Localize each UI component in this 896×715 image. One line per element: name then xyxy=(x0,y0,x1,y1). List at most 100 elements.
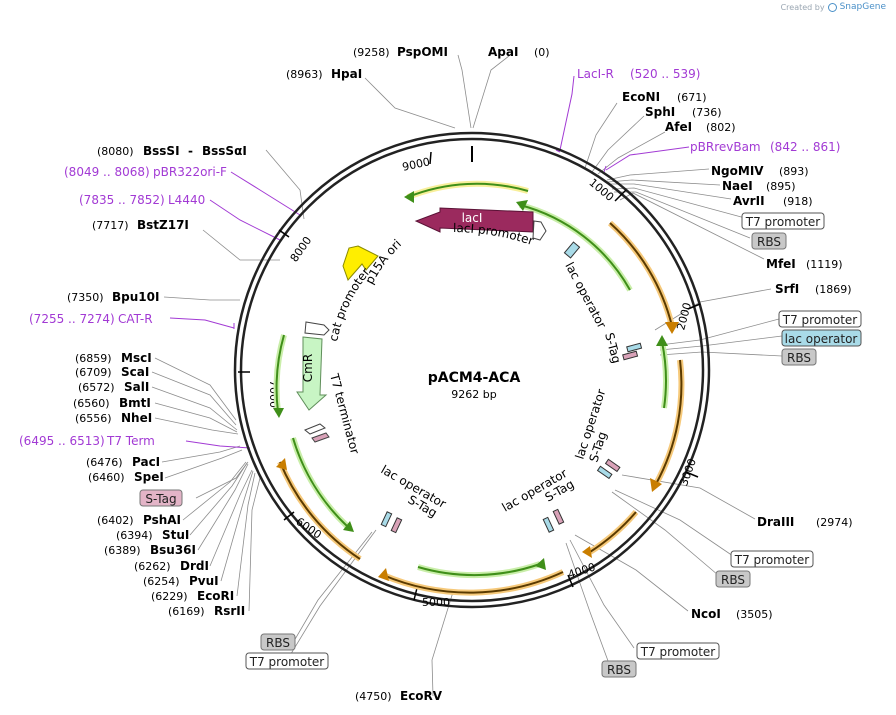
primer-pbr322ori-f: pBR322ori-F xyxy=(153,165,227,179)
enzyme-pos: (6389) xyxy=(104,544,141,557)
enzyme-pos: (6262) xyxy=(134,560,171,573)
tick-label: 9000 xyxy=(401,155,431,174)
enzyme-pos: (736) xyxy=(692,106,722,119)
enzyme-pos: (8080) xyxy=(97,145,134,158)
enzyme-pos: (2974) xyxy=(816,516,853,529)
t7-promoter-box: T7 promoter xyxy=(745,215,821,229)
feature-markers xyxy=(380,241,643,534)
tick-label: 1000 xyxy=(586,176,616,204)
enzyme-pos: (893) xyxy=(779,165,809,178)
t7-promoter-box: T7 promoter xyxy=(249,655,325,669)
enzyme-paci: PacI xyxy=(132,455,160,469)
enzyme-ecorv: EcoRV xyxy=(400,689,443,703)
enzyme-pshai: PshAI xyxy=(143,513,181,527)
primer-pbrrevbam: pBRrevBam xyxy=(690,140,761,154)
credit-brand: SnapGene xyxy=(839,2,886,12)
enzyme-spei: SpeI xyxy=(134,470,164,484)
enzyme-pos: (7350) xyxy=(67,291,104,304)
p15a-ori-arrow xyxy=(342,245,379,281)
primer-range: (842 .. 861) xyxy=(770,140,840,154)
enzyme-sphi: SphI xyxy=(645,105,675,119)
enzyme-bmti: BmtI xyxy=(119,396,151,410)
enzyme-pos: (1119) xyxy=(806,258,843,271)
t7-terminator-label: T7 terminator xyxy=(327,371,362,455)
t7-promoter-box: T7 promoter xyxy=(640,645,716,659)
enzyme-separator: - xyxy=(188,144,193,158)
enzyme-bpu10i: Bpu10I xyxy=(112,290,159,304)
enzyme-rsrii: RsrII xyxy=(214,604,245,618)
s-tag-box: S-Tag xyxy=(145,492,176,506)
enzyme-pos: (6859) xyxy=(75,352,112,365)
t7-promoter-box: T7 promoter xyxy=(782,313,858,327)
enzyme-msci: MscI xyxy=(121,351,152,365)
tick-label: 4000 xyxy=(566,560,597,581)
enzyme-scai: ScaI xyxy=(121,365,149,379)
enzyme-pspomi: PspOMI xyxy=(397,45,448,59)
enzyme-bsssi: BssSI xyxy=(143,144,180,158)
enzyme-pos: (6229) xyxy=(151,590,188,603)
boxed-labels: T7 promoter RBS T7 promoter lac operator… xyxy=(139,212,862,678)
enzyme-pos: (802) xyxy=(706,121,736,134)
enzyme-pos: (8963) xyxy=(286,68,323,81)
enzyme-naei: NaeI xyxy=(722,179,753,193)
backbone xyxy=(233,131,711,609)
snapgene-credit: Created by SnapGene xyxy=(781,2,886,12)
enzyme-pos: (671) xyxy=(677,91,707,104)
enzyme-pos: (3505) xyxy=(736,608,773,621)
enzyme-pos: (4750) xyxy=(355,690,392,703)
primer-range: (7835 .. 7852) xyxy=(79,193,165,207)
enzyme-pos: (6560) xyxy=(73,397,110,410)
primer-cat-r: CAT-R xyxy=(118,312,153,326)
laci-label: lacI xyxy=(462,211,483,225)
tick-label: 5000 xyxy=(422,596,450,609)
primer-labels: LacI-R (520 .. 539) pBRrevBam (842 .. 86… xyxy=(19,67,840,448)
enzyme-econi: EcoNI xyxy=(622,90,660,104)
cat-promoter-arrow xyxy=(304,321,330,336)
plasmid-name: pACM4-ACA xyxy=(428,370,521,386)
enzyme-bsssai: BssSαI xyxy=(202,144,247,158)
enzyme-pos: (1869) xyxy=(815,283,852,296)
enzyme-sali: SalI xyxy=(124,380,149,394)
primer-t7-term: T7 Term xyxy=(106,434,155,448)
enzyme-pos: (6254) xyxy=(143,575,180,588)
primer-laci-r: LacI-R xyxy=(577,67,614,81)
rbs-box: RBS xyxy=(607,663,631,677)
primer-l4440: L4440 xyxy=(168,193,205,207)
enzyme-mfei: MfeI xyxy=(766,257,796,271)
enzyme-pos: (918) xyxy=(783,195,813,208)
enzyme-bsu36i: Bsu36I xyxy=(150,543,196,557)
enzyme-ecori: EcoRI xyxy=(197,589,234,603)
enzyme-nhei: NheI xyxy=(121,411,152,425)
enzyme-srfi: SrfI xyxy=(775,282,799,296)
enzyme-pos: (6572) xyxy=(78,381,115,394)
enzyme-labels: (9258) PspOMI ApaI (0) (8963) HpaI EcoNI… xyxy=(286,45,853,703)
enzyme-pos: (6556) xyxy=(75,412,112,425)
laci-promoter-arrow xyxy=(532,220,547,241)
credit-prefix: Created by xyxy=(780,2,825,12)
rbs-box: RBS xyxy=(266,636,290,650)
primer-range: (6495 .. 6513) xyxy=(19,434,105,448)
t7-promoter-box: T7 promoter xyxy=(734,553,810,567)
rbs-box: RBS xyxy=(721,573,745,587)
cmr-arrow xyxy=(296,336,328,411)
enzyme-pos: (6476) xyxy=(86,456,123,469)
tick-label: 2000 xyxy=(674,301,694,331)
primer-leaders xyxy=(169,75,690,449)
enzyme-pos: (6460) xyxy=(88,471,125,484)
primer-range: (8049 .. 8068) xyxy=(64,165,150,179)
t7-terminator-marker xyxy=(304,423,326,435)
enzyme-pos: (9258) xyxy=(353,46,390,59)
enzyme-drdi: DrdI xyxy=(180,559,209,573)
tick-label: 8000 xyxy=(288,234,315,264)
enzyme-ncoi: NcoI xyxy=(691,607,721,621)
enzyme-avrii: AvrII xyxy=(733,194,765,208)
enzyme-pos: (6402) xyxy=(97,514,134,527)
enzyme-pos: (6709) xyxy=(75,366,112,379)
snapgene-logo-icon xyxy=(827,2,837,12)
enzyme-pos: (6394) xyxy=(116,529,153,542)
enzyme-apai: ApaI xyxy=(488,45,518,59)
enzyme-hpai: HpaI xyxy=(331,67,362,81)
plasmid-length: 9262 bp xyxy=(451,388,496,401)
s-tag-label-1: S-Tag xyxy=(602,331,624,365)
